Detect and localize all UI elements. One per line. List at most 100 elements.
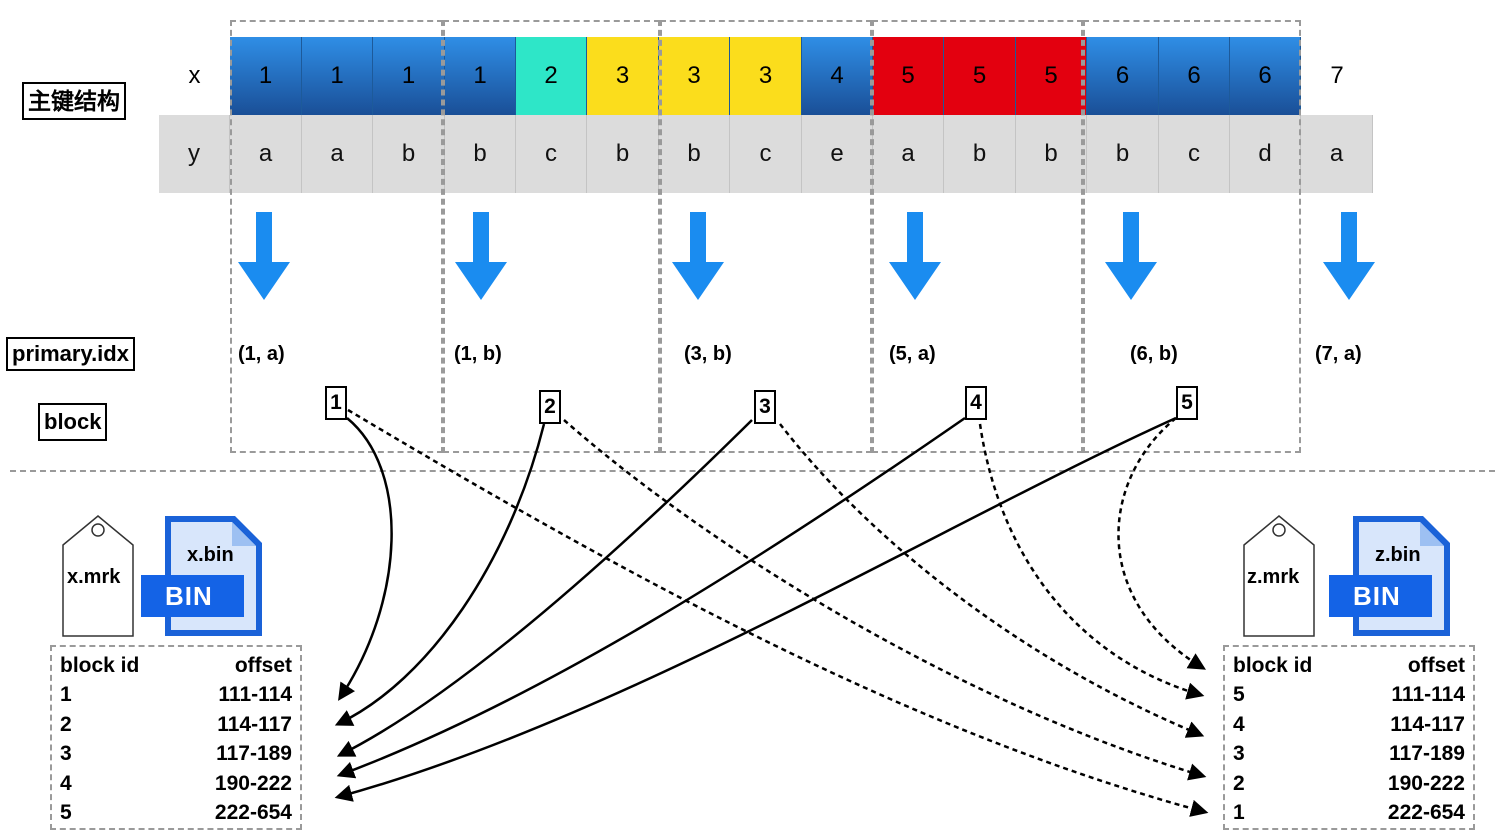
z-bin-badge: BIN xyxy=(1353,581,1401,611)
key-cell-x: 3 xyxy=(730,37,802,115)
block-label: block xyxy=(38,403,108,441)
granule-group-3 xyxy=(660,20,872,453)
row-offset: 117-189 xyxy=(216,742,292,765)
dashed-link-block-4 xyxy=(978,423,1205,700)
key-cell-y: e xyxy=(802,115,873,193)
key-cell-y: a xyxy=(302,115,373,193)
bin-file-icon xyxy=(165,516,262,636)
key-cell-x: 3 xyxy=(659,37,730,115)
row-block-id: 3 xyxy=(1233,742,1245,765)
key-cell-y: a xyxy=(230,115,302,193)
block-id-box: 4 xyxy=(965,386,987,420)
x-mrk-table: block id offset 1 111-114 2 114-117 3 117-189… xyxy=(50,645,302,830)
primary-index-key: (3, b) xyxy=(684,343,732,365)
key-cell-x: 1 xyxy=(230,37,302,115)
solid-link-block-5 xyxy=(334,416,1177,802)
key-cell-x: 1 xyxy=(302,37,373,115)
key-cell-x: 6 xyxy=(1230,37,1301,115)
solid-link-block-2 xyxy=(334,423,546,726)
row-offset: 111-114 xyxy=(1391,683,1465,706)
table-header: block id offset xyxy=(1233,651,1465,680)
x-bin-badge: BIN xyxy=(165,581,213,611)
table-row: 5 222-654 xyxy=(60,798,292,827)
block-id-box: 5 xyxy=(1176,386,1198,420)
key-cell-y: b xyxy=(659,115,730,193)
key-cell-x: 5 xyxy=(873,37,944,115)
table-row: 2 190-222 xyxy=(1233,769,1465,798)
primary-key-label: 主键结构 xyxy=(22,82,126,120)
granule-group-2 xyxy=(443,20,660,453)
dashed-link-block-5 xyxy=(1117,417,1206,670)
key-cell-x: x xyxy=(159,37,230,115)
row-offset: 222-654 xyxy=(214,801,292,824)
z-bin-label: z.bin xyxy=(1375,544,1421,566)
primary-idx-label: primary.idx xyxy=(6,337,135,371)
key-cell-x: 5 xyxy=(944,37,1016,115)
key-cell-x: 2 xyxy=(516,37,587,115)
key-cell-x: 4 xyxy=(802,37,873,115)
key-cell-y: b xyxy=(373,115,445,193)
header-offset: offset xyxy=(234,654,292,677)
key-cell-y: a xyxy=(1301,115,1373,193)
table-row: 1 222-654 xyxy=(1233,798,1465,827)
row-offset: 114-117 xyxy=(217,712,292,736)
key-cell-x: 7 xyxy=(1301,37,1373,115)
key-cell-y: b xyxy=(1016,115,1087,193)
primary-index-key: (1, a) xyxy=(238,343,285,365)
row-block-id: 1 xyxy=(60,683,72,706)
table-row: 1 111-114 xyxy=(60,680,292,709)
row-block-id: 4 xyxy=(1233,712,1245,736)
primary-index-key: (7, a) xyxy=(1315,343,1362,365)
primary-index-key: (5, a) xyxy=(889,343,936,365)
x-mrk-label: x.mrk xyxy=(67,566,121,588)
row-offset: 117-189 xyxy=(1389,742,1465,765)
primary-index-key: (6, b) xyxy=(1130,343,1178,365)
down-arrow-icon xyxy=(1323,212,1375,300)
header-offset: offset xyxy=(1407,654,1465,677)
row-block-id: 4 xyxy=(60,771,72,795)
key-cell-y: b xyxy=(587,115,659,193)
key-cell-y: b xyxy=(445,115,516,193)
primary-index-key: (1, b) xyxy=(454,343,502,365)
row-block-id: 5 xyxy=(60,801,72,824)
row-offset: 222-654 xyxy=(1387,801,1465,824)
key-cell-y: b xyxy=(944,115,1016,193)
key-cell-x: 6 xyxy=(1087,37,1159,115)
table-row: 2 114-117 xyxy=(60,710,292,739)
x-bin-label: x.bin xyxy=(187,544,234,566)
dashed-link-block-2 xyxy=(563,419,1207,781)
key-cell-y: c xyxy=(730,115,802,193)
key-cell-x: 6 xyxy=(1159,37,1230,115)
key-cell-y: c xyxy=(1159,115,1230,193)
key-cell-y: c xyxy=(516,115,587,193)
row-offset: 190-222 xyxy=(214,771,292,795)
bin-file-icon xyxy=(1353,516,1450,636)
row-block-id: 3 xyxy=(60,742,72,765)
solid-link-block-1 xyxy=(338,417,393,701)
table-row: 4 190-222 xyxy=(60,769,292,798)
row-block-id: 1 xyxy=(1233,801,1245,824)
z-mrk-label: z.mrk xyxy=(1247,566,1300,588)
row-block-id: 2 xyxy=(1233,771,1245,795)
table-row: 3 117-189 xyxy=(60,739,292,768)
granule-group-1 xyxy=(230,20,443,453)
block-id-box: 3 xyxy=(754,390,776,424)
row-offset: 190-222 xyxy=(1387,771,1465,795)
key-cell-y: a xyxy=(873,115,944,193)
header-block-id: block id xyxy=(60,654,140,677)
table-row: 3 117-189 xyxy=(1233,739,1465,768)
row-block-id: 2 xyxy=(60,712,72,736)
header-block-id: block id xyxy=(1233,654,1313,677)
key-cell-x: 1 xyxy=(445,37,516,115)
key-cell-x: 1 xyxy=(373,37,445,115)
row-offset: 111-114 xyxy=(218,683,292,706)
key-cell-y: d xyxy=(1230,115,1301,193)
key-cell-y: b xyxy=(1087,115,1159,193)
block-id-box: 2 xyxy=(539,390,561,424)
separator-line xyxy=(10,470,1495,472)
key-cell-y: y xyxy=(159,115,230,193)
